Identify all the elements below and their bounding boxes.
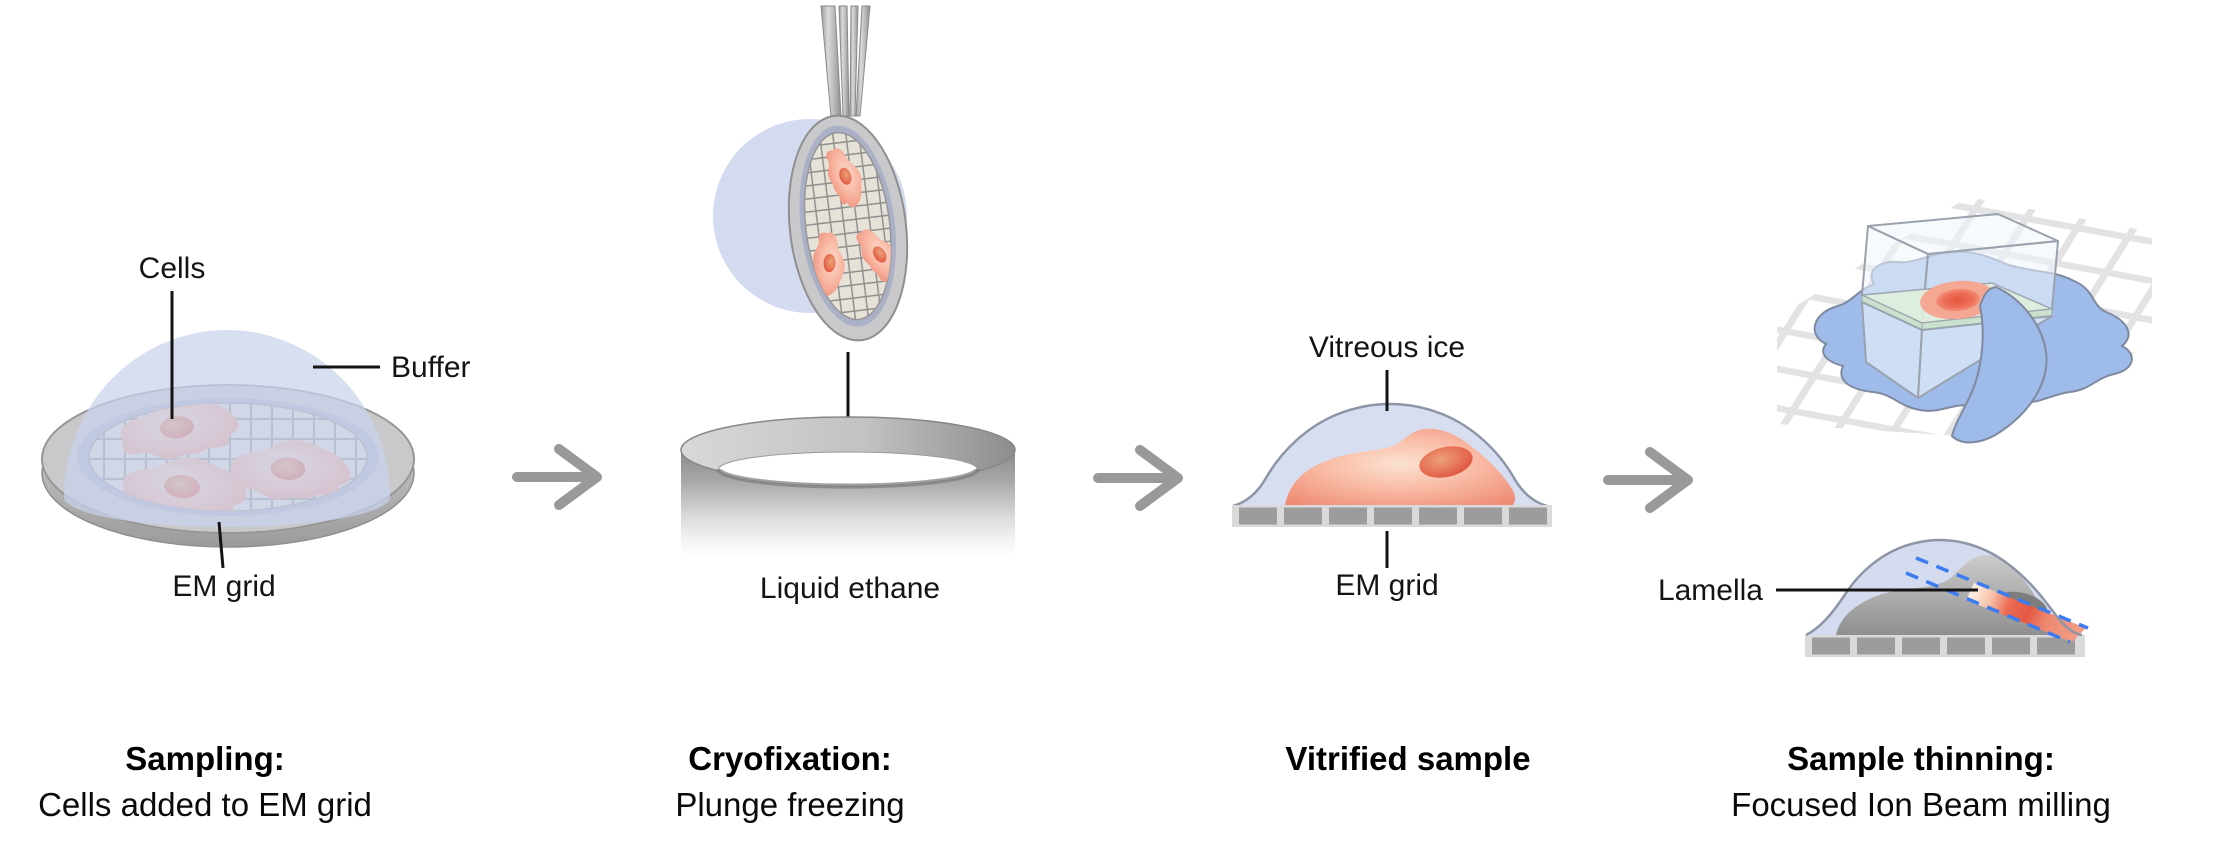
fib-milling-3d-view: [1777, 197, 2152, 444]
arrow-right-icon: [1093, 445, 1183, 511]
label-buffer: Buffer: [391, 351, 471, 384]
caption-sample-thinning: Sample thinning: Focused Ion Beam millin…: [1701, 738, 2141, 830]
panel-vitrified-sample: Vitreous ice EM grid: [1232, 331, 1552, 602]
label-em-grid-3: EM grid: [1335, 569, 1438, 602]
caption-title-sample-thinning: Sample thinning:: [1787, 740, 2055, 777]
frozen-cell-splat-front: [1950, 285, 2048, 444]
caption-title-cryofixation: Cryofixation:: [688, 740, 892, 777]
caption-subtitle-cryofixation: Plunge freezing: [675, 786, 905, 823]
caption-cryofixation: Cryofixation: Plunge freezing: [570, 738, 1010, 830]
arrow-right-icon: [512, 444, 602, 510]
milling-plane-dashes: [1905, 556, 2089, 644]
panel-sampling: Cells Buffer EM grid: [41, 252, 471, 603]
panel-cryofixation: Liquid ethane: [680, 5, 1016, 605]
label-vitreous-ice: Vitreous ice: [1309, 331, 1465, 364]
arrow-right-icon: [1603, 447, 1693, 513]
liquid-ethane-cup: [680, 416, 1016, 560]
caption-vitrified-sample: Vitrified sample: [1188, 738, 1628, 780]
caption-title-vitrified-sample: Vitrified sample: [1285, 740, 1531, 777]
em-grid-bar: [1232, 505, 1552, 527]
label-lamella: Lamella: [1658, 574, 1763, 607]
em-grid-bar-4: [1805, 635, 2085, 657]
lamella-stripe: [1966, 583, 2086, 642]
tweezers: [820, 5, 871, 117]
caption-sampling: Sampling: Cells added to EM grid: [0, 738, 425, 830]
lamella-side-view: Lamella: [1658, 538, 2089, 657]
label-em-grid: EM grid: [172, 570, 275, 603]
vitrified-cell-nucleus: [1419, 446, 1473, 478]
caption-subtitle-sample-thinning: Focused Ion Beam milling: [1731, 786, 2111, 823]
label-cells: Cells: [139, 252, 206, 285]
caption-title-sampling: Sampling:: [125, 740, 285, 777]
caption-subtitle-sampling: Cells added to EM grid: [38, 786, 372, 823]
label-liquid-ethane: Liquid ethane: [760, 572, 940, 605]
frozen-cell-gray: [1836, 555, 2056, 635]
buffer-drop: [64, 330, 390, 527]
em-grid-in-tweezers: [787, 114, 909, 342]
leader-line-em-grid: [217, 521, 225, 569]
panel-sample-thinning: Lamella: [1658, 197, 2152, 657]
